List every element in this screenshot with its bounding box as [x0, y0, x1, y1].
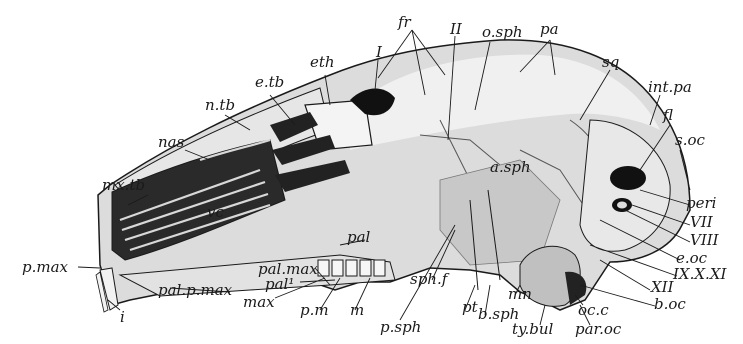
- label-int-pa: int.pa: [648, 80, 692, 95]
- label-I: I: [376, 45, 382, 60]
- label-fr: fr: [398, 15, 411, 30]
- label-mn: mn: [508, 287, 532, 302]
- label-n-tb: n.tb: [205, 98, 235, 113]
- label-fl: fl: [663, 108, 673, 123]
- label-pt: pt: [462, 300, 478, 315]
- label-XII: XII: [651, 280, 674, 295]
- label-p-m: p.m: [300, 303, 329, 318]
- label-oc-c: oc.c: [578, 303, 609, 318]
- label-II: II: [450, 22, 462, 37]
- label-pa: pa: [540, 22, 559, 37]
- label-sq: sq: [602, 55, 619, 70]
- label-eth: eth: [310, 55, 335, 70]
- label-nas: nas: [158, 135, 184, 150]
- label-m: m: [350, 303, 364, 318]
- label-o-sph: o.sph: [482, 25, 523, 40]
- label-ty-bul: ty.bul: [512, 322, 553, 337]
- foramen-viii: [617, 202, 627, 209]
- label-i: i: [120, 310, 125, 325]
- label-p-sph: p.sph: [380, 320, 421, 335]
- label-pal-p-max: pal.p.max: [158, 283, 232, 298]
- label-max: max: [243, 295, 275, 310]
- label-IX-X-XI: IX.X.XI: [673, 267, 726, 282]
- label-pal: pal: [347, 230, 370, 245]
- label-mx-tb: mx.tb: [102, 178, 145, 193]
- label-s-oc: s.oc: [675, 133, 705, 148]
- label-par-oc: par.oc: [575, 322, 621, 337]
- label-peri: peri: [686, 196, 716, 211]
- label-e-oc: e.oc: [676, 251, 707, 266]
- label-sph-f: sph.f: [410, 272, 447, 287]
- label-a-sph: a.sph: [490, 160, 531, 175]
- label-VII: VII: [690, 215, 713, 230]
- label-b-oc: b.oc: [654, 297, 686, 312]
- label-VIII: VIII: [690, 233, 719, 248]
- label-vc: vc: [207, 205, 224, 220]
- label-e-tb: e.tb: [255, 75, 284, 90]
- molar-teeth: [318, 260, 385, 276]
- label-p-max: p.max: [22, 260, 68, 275]
- label-pal1: pal¹: [265, 277, 294, 292]
